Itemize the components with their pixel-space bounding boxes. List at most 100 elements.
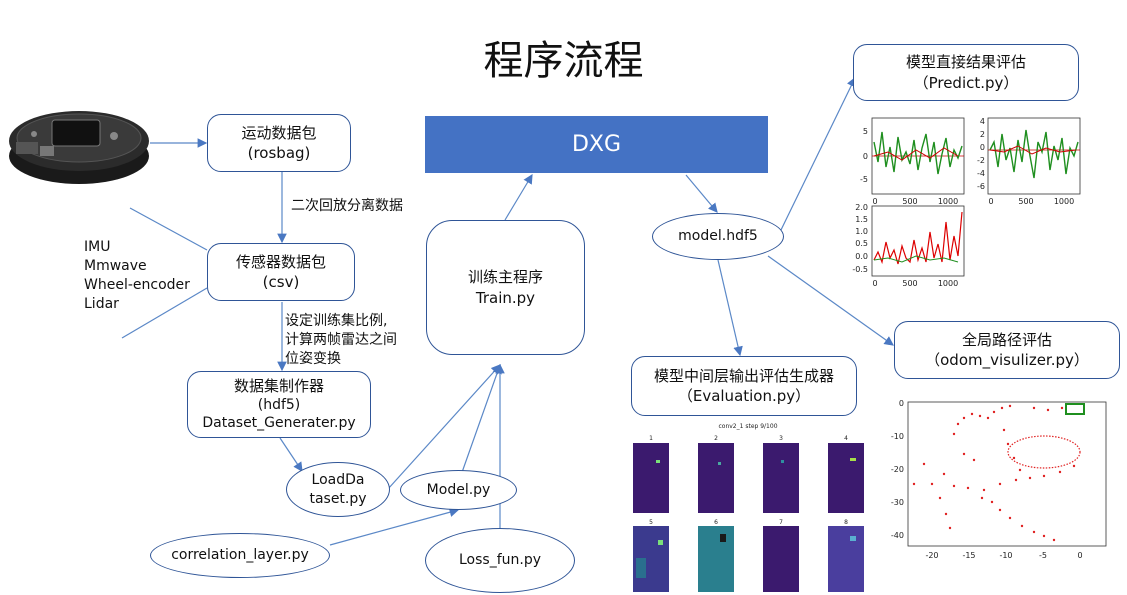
sensor-bracket-top [129, 207, 208, 251]
loaddataset-label-1: LoadDa [311, 472, 365, 489]
odom-xtick-3: -5 [1039, 551, 1047, 560]
tl-xtick-2: 1000 [938, 197, 958, 206]
rosbag-box[interactable]: 运动数据包 (rosbag) [207, 114, 351, 172]
correlation-node[interactable]: correlation_layer.py [150, 533, 330, 578]
odom-xtick-2: -10 [999, 551, 1012, 560]
eval-panel-2-label: 2 [714, 435, 718, 442]
train-file: Train.py [475, 288, 536, 307]
tl-xtick-0: 0 [872, 197, 877, 206]
predict-title: 模型直接结果评估 [905, 53, 1026, 72]
tr-xtick-2: 1000 [1054, 197, 1074, 206]
generator-subtitle: (hdf5) [257, 397, 301, 414]
page-title: 程序流程 [483, 38, 644, 84]
evaluation-title: 模型中间层输出评估生成器 [653, 366, 834, 385]
eval-panel-8-label: 8 [844, 519, 848, 526]
correlation-label: correlation_layer.py [171, 547, 309, 564]
evaluation-file: （Evaluation.py） [677, 387, 811, 405]
eval-panel-1-label: 1 [649, 435, 653, 442]
modelhdf5-to-evaluation-arrow [717, 259, 743, 357]
loaddataset-node[interactable]: LoadDa taset.py [286, 462, 390, 517]
generator-file: Dataset_Generater.py [202, 415, 356, 432]
b-ytick-5: -0.5 [852, 265, 868, 274]
odom-file: （odom_visulizer.py） [925, 351, 1089, 369]
generator-box[interactable]: 数据集制作器 (hdf5) Dataset_Generater.py [187, 371, 371, 438]
tr-ytick-3: -2 [977, 156, 985, 165]
correlation-to-model-arrow [329, 507, 460, 546]
eval-panel-5-label: 5 [649, 519, 653, 526]
odom-title: 全局路径评估 [961, 330, 1052, 349]
model-to-train-arrow [459, 363, 502, 479]
tr-ytick-0: 4 [980, 117, 985, 126]
b-ytick-2: 1.0 [855, 227, 868, 236]
evaluation-heatmaps: conv2_1 step 9/100 1 2 3 4 5 6 7 8 [633, 423, 864, 592]
train-to-dxg-arrow [504, 173, 533, 221]
tl-ytick-0: 5 [863, 127, 868, 136]
sensor-wheel-encoder: Wheel-encoder [84, 276, 190, 293]
csv-title: 传感器数据包 [235, 252, 326, 271]
eval-panel-3-label: 3 [779, 435, 783, 442]
odom-loop [1007, 435, 1081, 469]
train-title: 训练主程序 [467, 268, 543, 287]
predict-plot-top-left: 5 0 -5 0 500 1000 [860, 117, 965, 206]
sensor-imu: IMU [84, 239, 111, 255]
tl-ytick-2: -5 [860, 175, 868, 184]
odom-path-points [912, 404, 1076, 542]
split-label-line3: 位姿变换 [285, 350, 341, 367]
csv-subtitle: (csv) [262, 273, 300, 291]
odom-box[interactable]: 全局路径评估 （odom_visulizer.py） [894, 321, 1120, 379]
predict-box[interactable]: 模型直接结果评估 （Predict.py） [853, 44, 1079, 101]
train-box[interactable]: 训练主程序 Train.py [426, 220, 585, 355]
tr-ytick-5: -6 [977, 182, 985, 191]
odom-xtick-1: -15 [962, 551, 975, 560]
predict-plot-bottom: 2.0 1.5 1.0 0.5 0.0 -0.5 0 500 1000 [852, 203, 965, 288]
model-hdf5-label: model.hdf5 [678, 228, 758, 245]
tr-ytick-1: 2 [980, 130, 985, 139]
odom-plot: 0 -10 -20 -30 -40 -20 -15 -10 -5 0 [891, 399, 1107, 560]
eval-panel-7-label: 7 [779, 519, 783, 526]
model-py-label: Model.py [426, 481, 491, 498]
predict-plot-top-right: 4 2 0 -2 -4 -6 0 500 1000 [977, 117, 1081, 206]
tl-ytick-1: 0 [863, 152, 868, 161]
loaddataset-label-2: taset.py [309, 490, 367, 507]
odom-ytick-2: -20 [891, 465, 904, 474]
loss-label: Loss_fun.py [458, 552, 541, 569]
split-label-line2: 计算两帧雷达之间 [285, 331, 397, 348]
modelhdf5-to-odom-arrow [767, 255, 894, 346]
dxg-to-modelhdf5-arrow [685, 174, 718, 213]
dxg-banner: DXG [425, 116, 768, 173]
tr-xtick-0: 0 [988, 197, 993, 206]
b-ytick-0: 2.0 [855, 203, 868, 212]
odom-start-marker [1065, 403, 1085, 415]
evaluation-box[interactable]: 模型中间层输出评估生成器 （Evaluation.py） [631, 356, 857, 416]
rosbag-subtitle: (rosbag) [247, 144, 311, 162]
replay-label: 二次回放分离数据 [291, 198, 403, 214]
eval-panel-row-1: 1 2 3 4 [633, 435, 864, 513]
tl-xtick-1: 500 [902, 197, 917, 206]
modelhdf5-to-predict-arrow [779, 76, 856, 233]
csv-box[interactable]: 传感器数据包 (csv) [207, 243, 355, 301]
sensor-mmwave: Mmwave [84, 257, 147, 274]
b-ytick-1: 1.5 [855, 215, 868, 224]
odom-ytick-1: -10 [891, 432, 904, 441]
model-hdf5-node[interactable]: model.hdf5 [652, 213, 784, 260]
model-py-node[interactable]: Model.py [400, 470, 517, 510]
sensor-bracket-bottom [121, 287, 208, 339]
sensor-lidar: Lidar [84, 295, 119, 312]
generator-title: 数据集制作器 [233, 376, 324, 395]
odom-ytick-3: -30 [891, 498, 904, 507]
predict-plots: 5 0 -5 0 500 1000 4 2 0 -2 -4 -6 0 500 1… [852, 117, 1081, 288]
eval-panel-row-2: 5 6 7 8 [633, 519, 864, 592]
b-xtick-1: 500 [902, 279, 917, 288]
odom-xtick-0: -20 [925, 551, 938, 560]
predict-file: （Predict.py） [913, 73, 1019, 92]
split-label-line1: 设定训练集比例, [285, 313, 388, 329]
generator-to-loaddataset-arrow [279, 437, 303, 472]
eval-title: conv2_1 step 9/100 [718, 423, 777, 430]
loaddataset-to-train-arrow [387, 364, 501, 490]
odom-xtick-4: 0 [1077, 551, 1082, 560]
tr-ytick-2: 0 [980, 143, 985, 152]
robot-image [9, 111, 149, 184]
loss-node[interactable]: Loss_fun.py [425, 528, 575, 593]
b-xtick-0: 0 [872, 279, 877, 288]
